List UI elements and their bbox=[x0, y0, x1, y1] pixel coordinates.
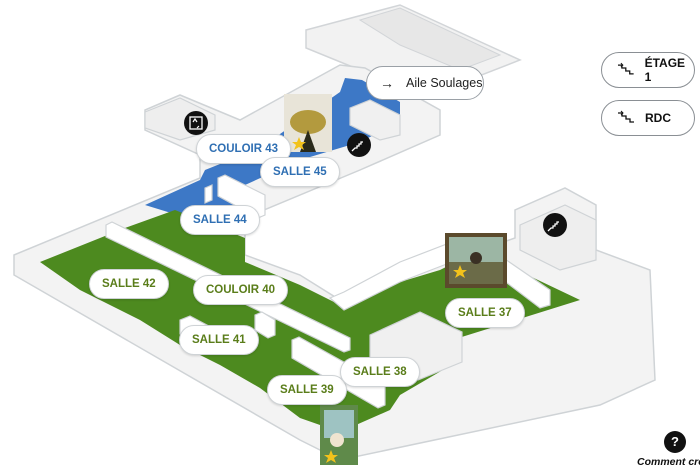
stairs-icon[interactable] bbox=[543, 213, 567, 237]
artwork-thumbnail[interactable] bbox=[284, 94, 332, 152]
room-label-salle-41[interactable]: SALLE 41 bbox=[179, 325, 259, 355]
room-label-salle-42[interactable]: SALLE 42 bbox=[89, 269, 169, 299]
help-text[interactable]: Comment cre bbox=[637, 456, 700, 468]
building-walls bbox=[13, 64, 656, 461]
floor-label-rdc: RDC bbox=[645, 111, 671, 125]
stairs-icon bbox=[617, 62, 634, 75]
star-icon bbox=[453, 265, 467, 278]
stairs-icon[interactable] bbox=[347, 133, 371, 157]
room-label-salle-39[interactable]: SALLE 39 bbox=[267, 375, 347, 405]
room-label-salle-37[interactable]: SALLE 37 bbox=[445, 298, 525, 328]
floor-label-etage-1: ÉTAGE 1 bbox=[644, 56, 686, 84]
artwork-thumbnail[interactable] bbox=[320, 405, 358, 465]
room-label-salle-38[interactable]: SALLE 38 bbox=[340, 357, 420, 387]
artwork-thumbnail[interactable] bbox=[445, 233, 507, 288]
room-label-salle-44[interactable]: SALLE 44 bbox=[180, 205, 260, 235]
star-icon bbox=[324, 450, 338, 463]
help-icon[interactable]: ? bbox=[664, 431, 686, 453]
floor-button-rdc[interactable]: RDC bbox=[601, 100, 695, 136]
stairs-icon bbox=[618, 110, 634, 123]
aile-soulages-link[interactable]: → Aile Soulages bbox=[366, 66, 484, 100]
room-label-salle-45[interactable]: SALLE 45 bbox=[260, 157, 340, 187]
arrow-right-icon: → bbox=[380, 75, 394, 91]
room-label-couloir-43[interactable]: COULOIR 43 bbox=[196, 134, 292, 164]
room-label-couloir-40[interactable]: COULOIR 40 bbox=[193, 275, 289, 305]
elevator-icon[interactable] bbox=[184, 111, 208, 135]
floor-button-etage-1[interactable]: ÉTAGE 1 bbox=[601, 52, 695, 88]
aile-soulages-label: Aile Soulages bbox=[406, 76, 483, 90]
star-icon bbox=[292, 137, 306, 150]
